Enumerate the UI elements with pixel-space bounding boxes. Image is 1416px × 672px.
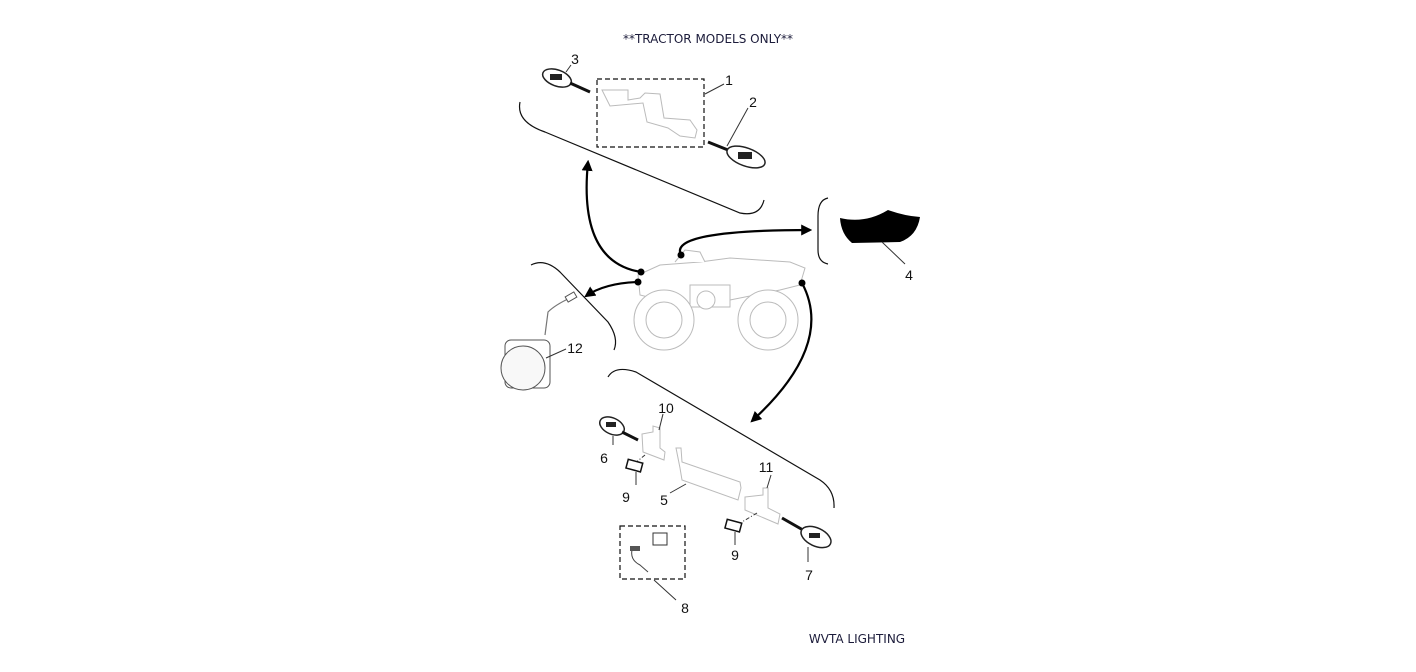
callout-2: 2 [749, 94, 757, 110]
mount-bracket-part [601, 89, 698, 139]
callout-9b: 9 [731, 547, 739, 563]
callout-10: 10 [658, 400, 674, 416]
bracket-10 [641, 425, 666, 461]
indicator-lamp-6 [598, 416, 639, 442]
callout-1: 1 [725, 72, 733, 88]
indicator-lamp-2 [707, 140, 766, 169]
callout-11: 11 [759, 459, 774, 475]
plate-lamp-8 [630, 532, 668, 573]
indicator-lamp-7 [781, 516, 832, 549]
group-bracket-bottom [607, 368, 835, 509]
mount-bracket-5 [675, 447, 742, 501]
kit-box-1 [596, 78, 705, 148]
callout-8: 8 [681, 600, 689, 616]
group-bracket-top [518, 101, 765, 215]
location-arrows [581, 159, 813, 423]
diagram-title: **TRACTOR MODELS ONLY** [623, 32, 793, 46]
group-bracket-12 [530, 262, 617, 351]
callout-7: 7 [805, 567, 813, 583]
rear-lamp-4 [840, 210, 920, 243]
callout-12: 12 [567, 340, 583, 356]
bracket-11 [744, 487, 781, 525]
headlamp-group: 12 [500, 262, 617, 391]
reflector-9a [625, 458, 644, 473]
diagram-caption: WVTA LIGHTING [809, 632, 905, 646]
atv-vehicle [633, 249, 806, 351]
callout-4: 4 [905, 267, 913, 283]
callout-5: 5 [660, 492, 668, 508]
rear-lamp-group: 4 [817, 197, 920, 283]
tractor-indicator-group: 3 1 2 [518, 51, 766, 215]
indicator-lamp-3 [541, 68, 591, 94]
kit-box-8 [619, 525, 686, 580]
rear-indicator-group: 6 10 9 5 11 9 7 8 [598, 368, 835, 616]
callout-3: 3 [571, 51, 579, 67]
reflector-9b [724, 518, 743, 533]
callout-6: 6 [600, 450, 608, 466]
callout-9a: 9 [622, 489, 630, 505]
group-bracket-4 [817, 197, 829, 265]
